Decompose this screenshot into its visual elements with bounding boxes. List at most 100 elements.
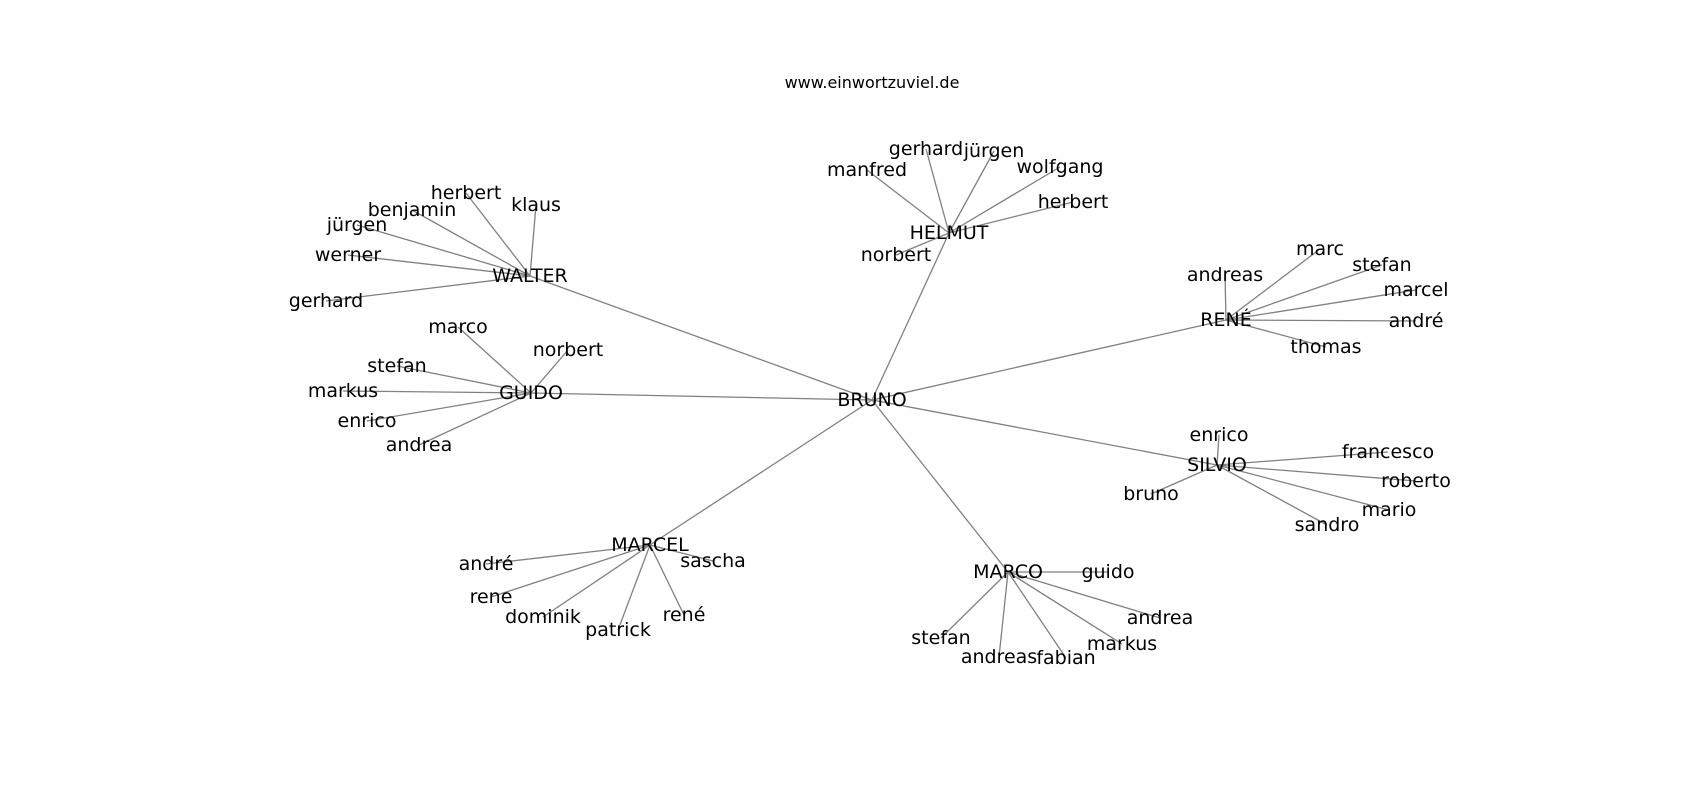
edge-hub-leaf — [1225, 319, 1417, 322]
edge-hub-leaf — [325, 275, 531, 302]
edge-hub-leaf — [948, 150, 995, 234]
leaf-node-label: herbert — [1038, 191, 1109, 213]
edge-hub-leaf — [1007, 571, 1067, 659]
edge-hub-leaf — [457, 326, 532, 394]
edge-hub-leaf — [347, 254, 531, 277]
leaf-node-label: andrea — [1127, 607, 1193, 629]
edge-hub-leaf — [1225, 319, 1327, 348]
edge-root-hub — [871, 399, 1009, 573]
leaf-node-label: norbert — [861, 244, 932, 266]
leaf-node-label: fabian — [1036, 647, 1095, 669]
leaf-node-label: stefan — [911, 627, 970, 649]
leaf-node-label: rene — [470, 586, 513, 608]
edge-hub-leaf — [1150, 464, 1218, 495]
edge-hub-leaf — [1216, 451, 1389, 466]
leaf-node-label: manfred — [827, 159, 907, 181]
leaf-node-label: gerhard — [889, 138, 963, 160]
edge-hub-leaf — [542, 544, 651, 618]
edge-root-hub — [529, 275, 873, 401]
edge-root-hub — [530, 392, 873, 401]
leaf-node-label: rené — [663, 604, 706, 626]
leaf-node-label: bruno — [1123, 483, 1179, 505]
leaf-node-label: andré — [1389, 310, 1444, 332]
edge-root-hub — [871, 319, 1227, 401]
edge-hub-leaf — [1225, 289, 1417, 321]
edge-hub-leaf — [465, 192, 531, 277]
leaf-node-label: klaus — [511, 194, 561, 216]
hub-node-label: RENÉ — [1200, 308, 1251, 331]
leaf-node-label: benjamin — [368, 199, 457, 221]
leaf-node-label: sascha — [680, 550, 746, 572]
edge-hub-leaf — [1216, 434, 1220, 466]
leaf-node-label: gerhard — [289, 290, 363, 312]
leaf-node-label: guido — [1081, 561, 1134, 583]
edge-hub-leaf — [490, 544, 651, 598]
hub-node-label: MARCO — [973, 561, 1043, 583]
edge-root-hub — [871, 232, 950, 401]
leaf-node-label: stefan — [367, 355, 426, 377]
edge-hub-leaf — [948, 166, 1061, 234]
edge-hub-leaf — [1007, 571, 1161, 619]
leaf-node-label: andreas — [961, 646, 1037, 668]
edge-hub-leaf — [617, 544, 651, 631]
leaf-node-label: markus — [308, 380, 378, 402]
leaf-node-label: sandro — [1295, 514, 1360, 536]
edge-root-hub — [871, 399, 1218, 466]
leaf-node-label: jürgen — [963, 140, 1025, 162]
edge-root-hub — [649, 399, 873, 546]
edge-hub-leaf — [485, 544, 651, 565]
root-node-label: BRUNO — [837, 389, 906, 411]
leaf-node-label: enrico — [338, 410, 397, 432]
leaf-node-label: francesco — [1342, 441, 1434, 463]
leaf-node-label: marcel — [1384, 279, 1449, 301]
edge-hub-leaf — [1224, 274, 1227, 321]
edge-hub-leaf — [649, 544, 685, 616]
edge-hub-leaf — [366, 392, 532, 422]
edge-hub-leaf — [1216, 464, 1390, 511]
edge-hub-leaf — [1225, 264, 1383, 321]
edge-hub-leaf — [925, 148, 950, 234]
hub-node-label: GUIDO — [499, 382, 563, 404]
leaf-node-label: markus — [1087, 633, 1157, 655]
leaf-node-label: andreas — [1187, 264, 1263, 286]
edge-hub-leaf — [396, 365, 532, 394]
edge-hub-leaf — [1007, 571, 1123, 645]
edge-hub-leaf — [356, 224, 531, 277]
leaf-node-label: patrick — [585, 619, 651, 641]
edge-hub-leaf — [1225, 248, 1321, 321]
edge-hub-leaf — [895, 232, 950, 256]
hub-node-label: SILVIO — [1187, 454, 1247, 476]
leaf-node-label: norbert — [533, 339, 604, 361]
hub-node-label: WALTER — [492, 265, 568, 287]
leaf-node-label: mario — [1362, 499, 1417, 521]
leaf-node-label: wolfgang — [1017, 156, 1104, 178]
hub-node-label: MARCEL — [611, 534, 689, 556]
leaf-node-label: enrico — [1190, 424, 1249, 446]
edge-hub-leaf — [998, 571, 1009, 658]
leaf-node-label: thomas — [1290, 336, 1361, 358]
edge-hub-leaf — [649, 544, 714, 562]
site-title: www.einwortzuviel.de — [785, 73, 960, 92]
edge-hub-leaf — [342, 390, 532, 394]
leaf-node-label: werner — [315, 244, 381, 266]
leaf-node-label: marco — [428, 316, 488, 338]
leaf-node-label: marc — [1296, 238, 1344, 260]
leaf-node-label: dominik — [505, 606, 581, 628]
leaf-node-label: roberto — [1381, 470, 1451, 492]
edge-hub-leaf — [1216, 464, 1328, 526]
leaf-node-label: andré — [459, 553, 514, 575]
edge-hub-leaf — [866, 169, 950, 234]
nodes-layer: BRUNOWALTERklausherbertbenjaminjürgenwer… — [289, 138, 1451, 669]
edge-hub-leaf — [529, 204, 537, 277]
leaf-node-label: andrea — [386, 434, 452, 456]
edge-hub-leaf — [940, 571, 1009, 639]
edge-hub-leaf — [411, 209, 531, 277]
leaf-node-label: herbert — [431, 182, 502, 204]
edge-hub-leaf — [1216, 464, 1417, 482]
hub-node-label: HELMUT — [910, 222, 989, 244]
edges-layer — [325, 148, 1417, 659]
edge-hub-leaf — [948, 201, 1074, 234]
edge-hub-leaf — [530, 349, 569, 394]
leaf-node-label: jürgen — [326, 214, 388, 236]
